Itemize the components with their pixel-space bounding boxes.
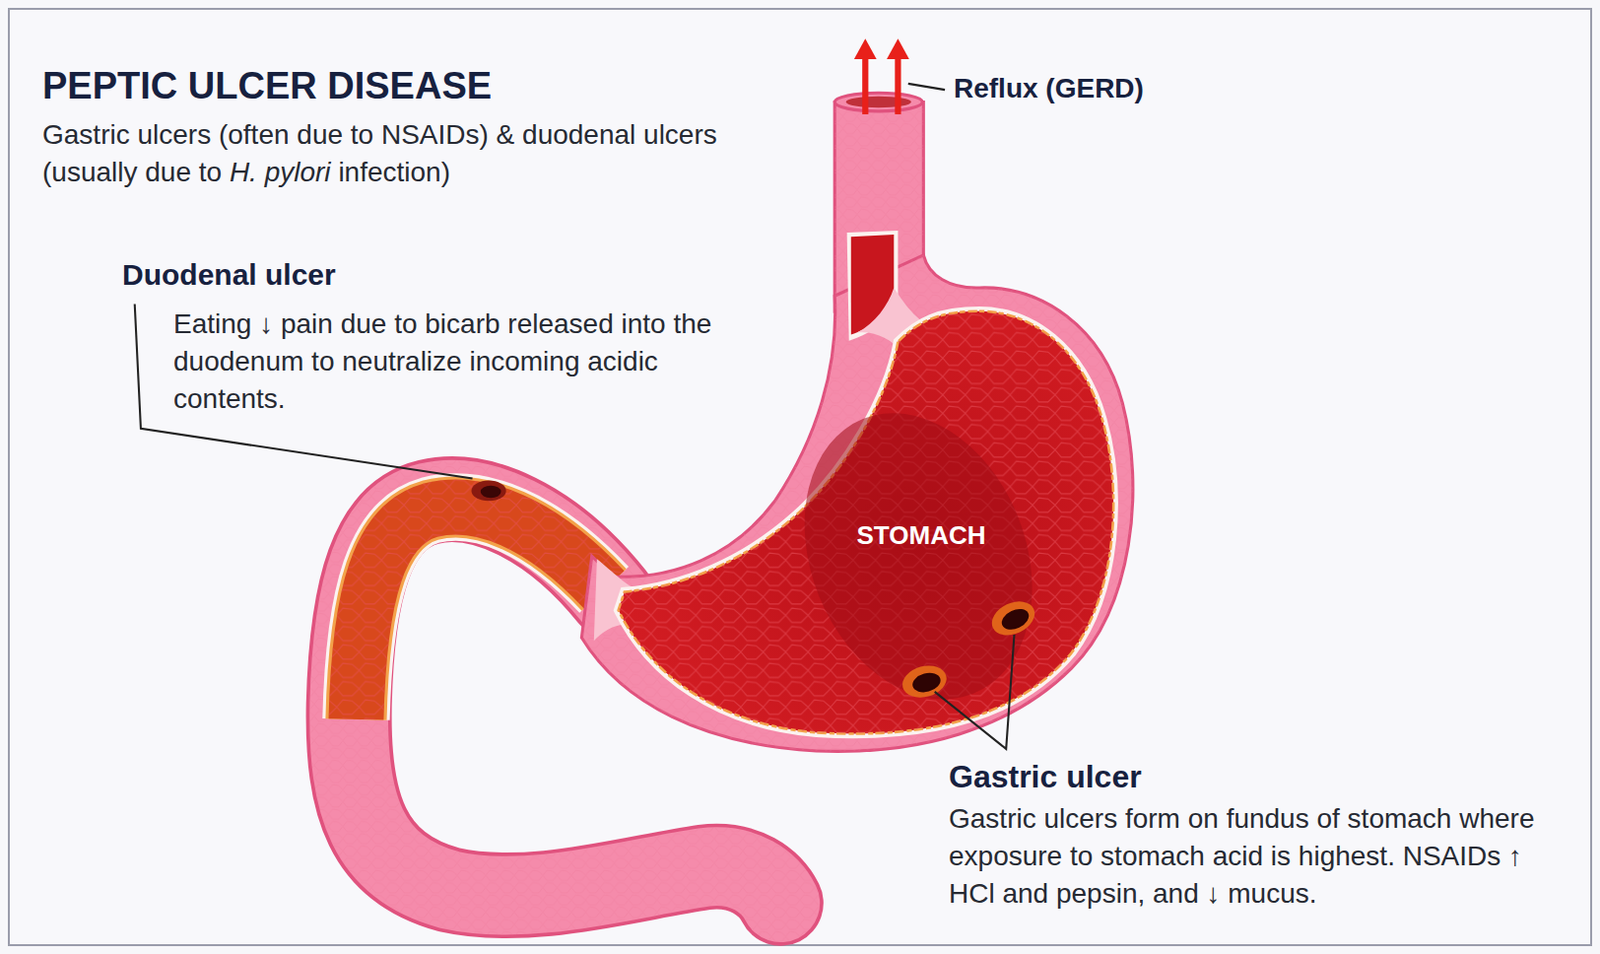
stomach-lumen-texture xyxy=(618,311,1115,734)
duodenum-lumen-texture xyxy=(355,507,604,720)
leader-line xyxy=(934,634,1015,749)
title: PEPTIC ULCER DISEASE xyxy=(42,65,492,108)
esophagus-opening-lumen xyxy=(846,96,912,108)
callout-body: Eating ↓ pain due to bicarb released int… xyxy=(173,305,726,418)
organ-label: STOMACH xyxy=(857,520,987,551)
duodenum-cut-rim xyxy=(355,507,604,720)
callout-body: Gastric ulcers form on fundus of stomach… xyxy=(948,800,1570,913)
duodenum-lumen xyxy=(355,507,604,720)
gastric-ulcer-core xyxy=(998,604,1032,634)
gastric-ulcer xyxy=(898,661,950,703)
reflux-arrowhead xyxy=(886,38,910,60)
subtitle-italic: H. pylori xyxy=(229,156,332,188)
callout-label: Reflux (GERD) xyxy=(953,72,1144,105)
reflux-arrow xyxy=(862,57,868,115)
stomach-shadow xyxy=(763,378,1073,734)
callout-heading: Gastric ulcer xyxy=(948,758,1142,796)
callout-heading: Duodenal ulcer xyxy=(122,258,336,292)
subtitle-text: infection) xyxy=(337,156,451,188)
duodenum-cut-edge xyxy=(355,507,604,720)
subtitle: Gastric ulcers (often due to NSAIDs) & d… xyxy=(42,116,811,192)
esophagus-opening xyxy=(834,92,923,112)
stomach-lumen xyxy=(618,311,1115,734)
gastric-ulcer-core xyxy=(910,669,943,696)
stomach-cut-edge xyxy=(618,311,1115,734)
duodenal-ulcer xyxy=(471,480,507,502)
duodenal-ulcer-core xyxy=(480,485,502,498)
leader-line xyxy=(908,83,945,90)
reflux-arrowhead xyxy=(854,38,877,60)
reflux-arrow xyxy=(894,57,901,115)
